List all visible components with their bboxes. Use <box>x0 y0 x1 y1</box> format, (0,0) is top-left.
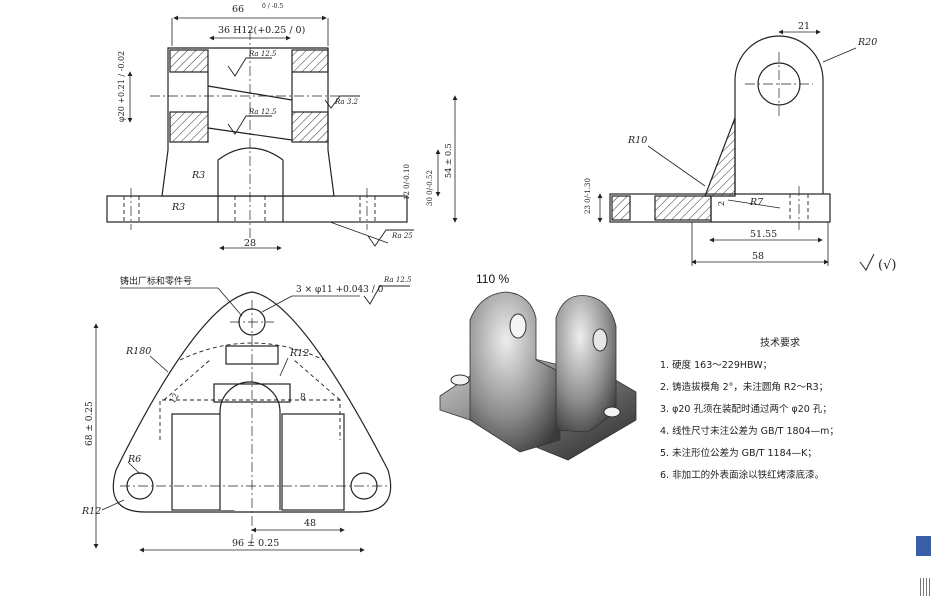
radius-r7: R7 <box>749 197 764 208</box>
plan-view-labels: 铸出厂标和零件号 3 × φ11 +0.043 / 0 Ra 12.5 R180… <box>81 275 412 549</box>
radius-r10: R10 <box>627 135 647 146</box>
side-view-labels: 21 R20 R10 R7 2 23 0/-1.30 51.55 58 (√) <box>584 21 896 273</box>
front-view-labels: 66 0 / -0.5 36 H12(+0.25 / 0) φ20 +0.21 … <box>117 3 453 249</box>
notes-title: 技术要求 <box>760 338 800 349</box>
radius-r12-inner: R12 <box>289 348 309 359</box>
dim-length-b: 58 <box>752 251 764 262</box>
radius-r12-corner: R12 <box>81 506 101 517</box>
note-item: 2. 铸造拔模角 2°，未注圆角 R2～R3； <box>660 382 829 393</box>
dim-web: 2 <box>717 201 726 206</box>
isometric-render <box>439 291 637 461</box>
dim-wall: 12 <box>168 392 181 405</box>
dim-lug-gap: 8 <box>300 393 306 403</box>
dim-flange: 23 0/-1.30 <box>584 178 592 214</box>
roughness-bore-mid: Ra 3.2 <box>334 98 359 106</box>
radius-r6: R6 <box>127 454 141 465</box>
note-item: 5. 未注形位公差为 GB/T 1184—K； <box>660 448 817 459</box>
roughness-base: Ra 25 <box>391 232 413 240</box>
dim-overall-width-tol: 0 / -0.5 <box>262 3 283 10</box>
side-view <box>597 29 875 271</box>
radius-r20: R20 <box>857 37 877 48</box>
roughness-bore-low: Ra 12.5 <box>248 108 277 116</box>
zoom-level-label: 110 % <box>474 272 512 286</box>
note-item: 6. 非加工的外表面涂以铁红烤漆底漆。 <box>660 470 825 481</box>
surface-symbol: (√) <box>878 258 896 273</box>
radius-r180: R180 <box>125 346 151 357</box>
radius-r3-upper: R3 <box>191 170 205 181</box>
side-widget-icon[interactable] <box>916 536 931 556</box>
dim-base-thickness: 12 0/-0.10 <box>403 164 411 200</box>
dim-slot-width: 28 <box>244 238 256 249</box>
dim-length-a: 51.55 <box>750 229 777 240</box>
roughness-holes: Ra 12.5 <box>383 276 412 284</box>
dim-plan-height: 68 ± 0.25 <box>85 401 95 446</box>
dim-bore-fit: 36 H12(+0.25 / 0) <box>218 25 305 36</box>
plan-view <box>93 285 410 553</box>
dim-height: 54 ± 0.5 <box>444 143 453 178</box>
dim-overall-width: 66 <box>232 4 244 15</box>
radius-r3-lower: R3 <box>171 202 185 213</box>
front-section-view <box>106 15 458 251</box>
dim-outer-span: 96 ± 0.25 <box>232 538 279 549</box>
side-scroll-handle[interactable] <box>920 578 930 596</box>
casting-mark-label: 铸出厂标和零件号 <box>120 275 192 287</box>
note-item: 3. φ20 孔须在装配时通过两个 φ20 孔； <box>660 404 832 415</box>
dim-ear-offset: 21 <box>798 21 810 32</box>
dim-center-height: 30 0/-0.52 <box>426 170 434 206</box>
roughness-bore-top: Ra 12.5 <box>248 50 277 58</box>
technical-requirements: 技术要求 1. 硬度 163～229HBW； 2. 铸造拔模角 2°，未注圆角 … <box>660 333 890 487</box>
dim-holes: 3 × φ11 +0.043 / 0 <box>296 285 384 295</box>
note-item: 1. 硬度 163～229HBW； <box>660 360 773 371</box>
dim-pin-dia: φ20 +0.21 / -0.02 <box>117 51 126 122</box>
note-item: 4. 线性尺寸未注公差为 GB/T 1804—m； <box>660 426 839 437</box>
dim-inner-span: 48 <box>304 518 316 529</box>
